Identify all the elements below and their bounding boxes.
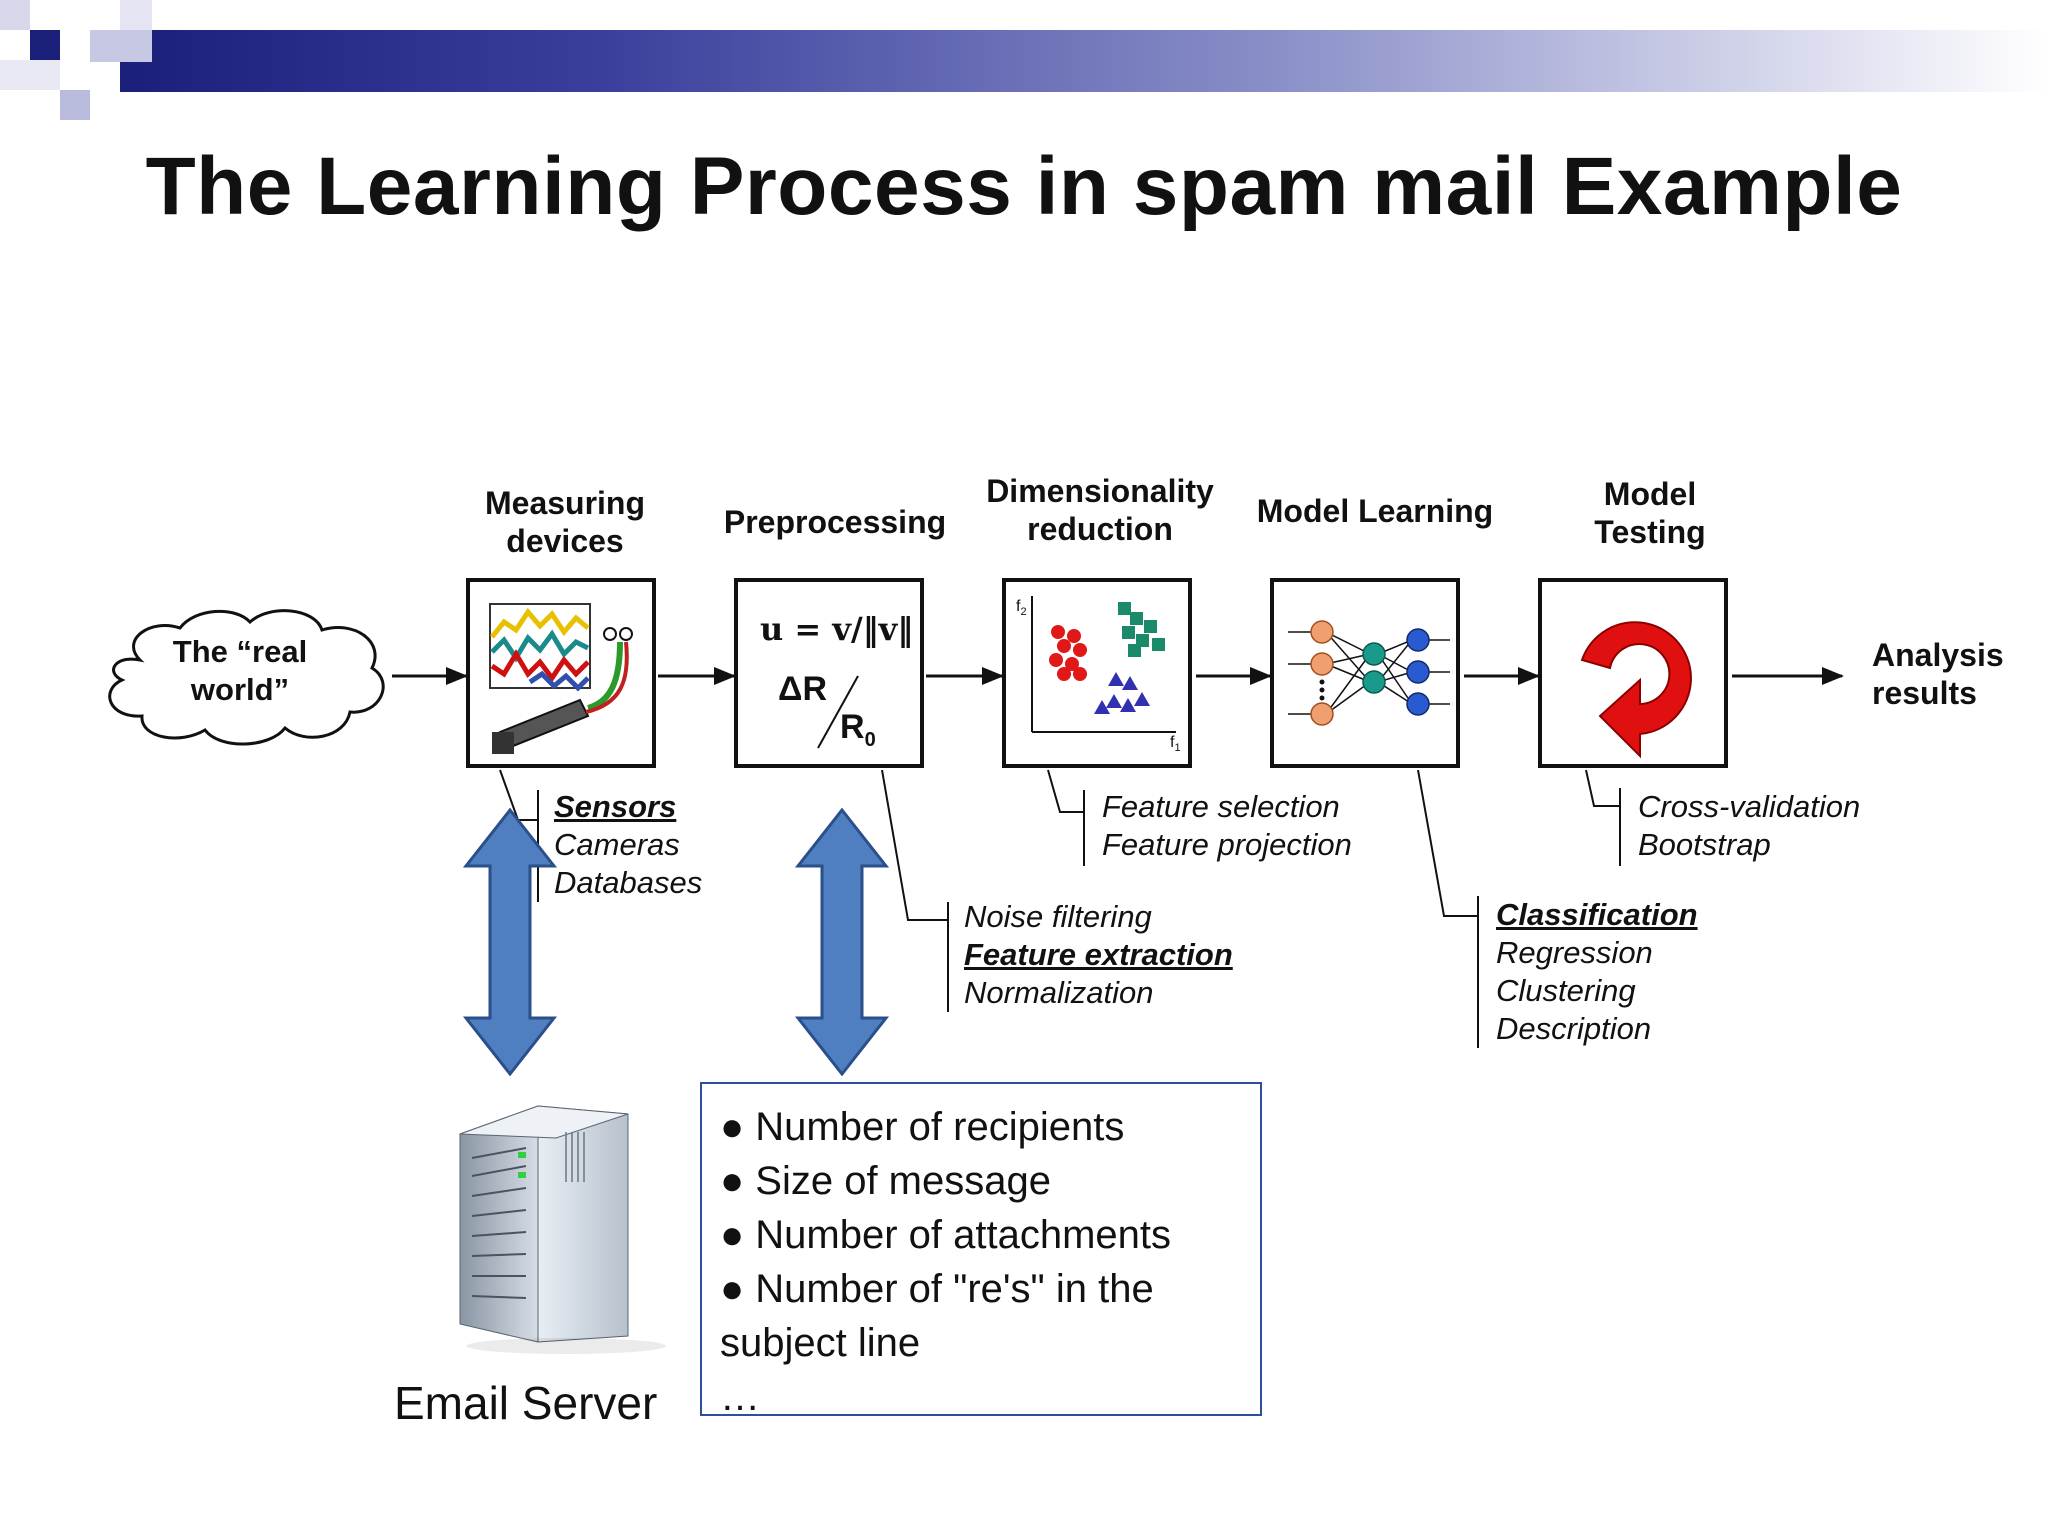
scatter-plot-icon	[1031, 596, 1176, 733]
annotation-noise-filtering: Noise filtering	[964, 899, 1152, 934]
email-server-caption: Email Server	[394, 1377, 658, 1429]
header-square	[120, 0, 152, 30]
annotation-feature-projection: Feature projection	[1102, 827, 1352, 862]
measuring-device-icon	[489, 603, 633, 754]
axis-f2-text: f	[1016, 598, 1021, 615]
feature-item: ● Size of message	[720, 1159, 1051, 1203]
header-square	[90, 30, 152, 62]
annotation-clustering: Clustering	[1496, 973, 1636, 1008]
axis-f2-label: f2	[1016, 598, 1027, 619]
annotation-learning: Classification Regression Clustering Des…	[1496, 896, 1698, 1048]
feature-item: ● Number of "re's" in the	[720, 1267, 1154, 1311]
stage-box-measuring	[466, 578, 656, 768]
feature-item: ● Number of recipients	[720, 1105, 1125, 1149]
fraction-slash	[817, 675, 859, 749]
features-list-box: ● Number of recipients ● Size of message…	[700, 1082, 1262, 1419]
annotation-bootstrap: Bootstrap	[1638, 827, 1771, 862]
stage-label-testing: Model Testing	[1594, 476, 1706, 550]
double-arrow-measuring-icon	[462, 808, 558, 1076]
formula-normalize: u = v/‖v‖	[760, 610, 914, 648]
stage-label-learning: Model Learning	[1256, 493, 1494, 529]
stage-label-measuring: Measuring devices	[484, 485, 646, 559]
annotation-testing: Cross-validation Bootstrap	[1638, 788, 1860, 864]
header-square	[30, 30, 60, 60]
annotation-description: Description	[1496, 1011, 1652, 1046]
real-world-label: The “real world”	[172, 634, 308, 707]
feature-item: subject line	[720, 1321, 921, 1365]
annotation-feature-selection: Feature selection	[1102, 789, 1340, 824]
axis-f1-label: f1	[1170, 734, 1181, 755]
annotation-dimensionality: Feature selection Feature projection	[1102, 788, 1352, 864]
annotation-classification: Classification	[1496, 897, 1698, 932]
stage-box-dimensionality: f2 f1	[1002, 578, 1192, 768]
axis-f1-text: f	[1170, 734, 1175, 751]
double-arrow-preprocessing-icon	[794, 808, 890, 1076]
feature-item: ● Number of attachments	[720, 1213, 1172, 1257]
annotation-sensors: Sensors	[554, 789, 677, 824]
annotation-normalization: Normalization	[964, 975, 1154, 1010]
refresh-cycle-icon	[1580, 621, 1692, 759]
formula-r0-base: R	[840, 708, 865, 746]
real-world-cloud-icon	[108, 609, 385, 746]
annotation-databases: Databases	[554, 865, 703, 900]
neural-network-icon	[1288, 620, 1450, 726]
slide-title: The Learning Process in spam mail Exampl…	[145, 141, 1903, 232]
annotation-regression: Regression	[1496, 935, 1653, 970]
annotation-measuring: Sensors Cameras Databases	[554, 788, 702, 902]
formula-r0-sub: 0	[864, 728, 876, 751]
header-square	[0, 60, 60, 90]
stage-box-preprocessing: u = v/‖v‖ ΔR R0	[734, 578, 924, 768]
annotation-feature-extraction: Feature extraction	[964, 937, 1233, 972]
header-square	[60, 90, 90, 120]
formula-r0: R0	[840, 708, 876, 752]
header-square	[0, 0, 30, 30]
annotation-cameras: Cameras	[554, 827, 680, 862]
stage-box-learning	[1270, 578, 1460, 768]
formula-delta-r: ΔR	[778, 670, 827, 708]
stage-label-preprocessing: Preprocessing	[723, 504, 947, 540]
annotation-preprocessing: Noise filtering Feature extraction Norma…	[964, 898, 1233, 1012]
annotation-cross-validation: Cross-validation	[1638, 789, 1861, 824]
stage-label-dimensionality: Dimensionality reduction	[986, 473, 1214, 547]
stage-box-testing	[1538, 578, 1728, 768]
analysis-results-label: Analysis results	[1872, 637, 2004, 711]
email-server-icon	[459, 1105, 666, 1354]
header-gradient-bar	[120, 30, 2048, 92]
feature-item-ellipsis: …	[720, 1375, 760, 1419]
